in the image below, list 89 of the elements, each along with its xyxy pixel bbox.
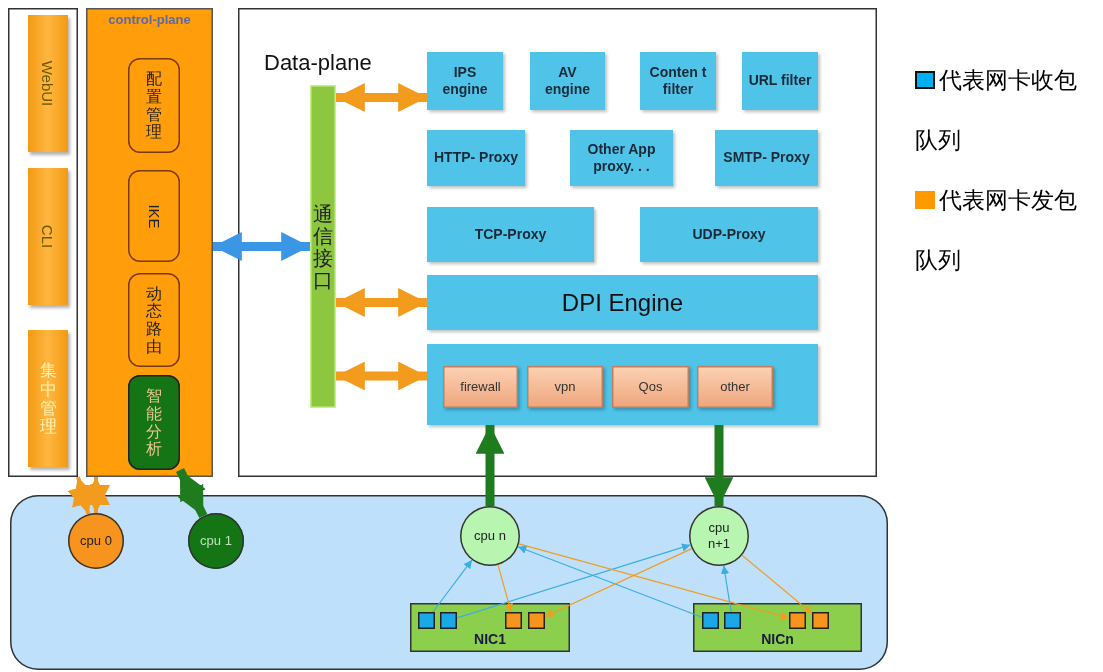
data-plane-panel xyxy=(238,8,877,477)
send-queue xyxy=(505,612,522,629)
engine-label: AV engine xyxy=(543,63,592,99)
receive-queue xyxy=(418,612,435,629)
arrow xyxy=(456,543,691,619)
service-box xyxy=(527,366,603,408)
engine-label: Other App proxy. . . xyxy=(586,140,657,176)
cpu-circle xyxy=(689,506,749,566)
module-label: 智能分析 xyxy=(146,387,162,458)
service-label: firewall xyxy=(459,378,502,396)
panel-title: control-plane xyxy=(107,12,192,27)
tool-box xyxy=(28,15,68,152)
service-label: vpn xyxy=(553,378,577,396)
nic-card xyxy=(693,603,862,652)
service-label: other xyxy=(719,378,751,396)
arrow xyxy=(544,548,693,618)
arrow xyxy=(741,554,813,614)
arrow xyxy=(517,545,703,618)
tool-label: WebUI xyxy=(39,60,57,107)
arrow xyxy=(432,559,473,613)
engine-box xyxy=(427,207,594,262)
cpu-label: cpu 1 xyxy=(199,533,233,549)
engine-label: HTTP- Proxy xyxy=(433,149,519,167)
service-label: Qos xyxy=(637,378,664,396)
engine-box xyxy=(715,130,818,186)
arrow xyxy=(176,467,208,519)
module-container xyxy=(427,344,818,425)
tool-label: 集中管理 xyxy=(39,361,57,436)
send-queue xyxy=(789,612,806,629)
tool-box xyxy=(28,168,68,305)
service-box xyxy=(612,366,689,408)
engine-box xyxy=(427,52,503,110)
cpu-circle xyxy=(460,506,520,566)
engine-label: URL filter xyxy=(747,72,813,90)
cpu-label: cpu n+1 xyxy=(706,520,732,552)
arrow xyxy=(497,564,513,613)
interface-bar xyxy=(310,85,336,408)
engine-box xyxy=(570,130,673,186)
module-box xyxy=(128,375,180,470)
engine-box xyxy=(530,52,605,110)
control-plane-panel xyxy=(86,8,213,477)
service-box xyxy=(443,366,518,408)
receive-queue xyxy=(702,612,719,629)
panel-title: Data-plane xyxy=(264,50,372,76)
engine-label: UDP-Proxy xyxy=(691,225,767,244)
engine-box xyxy=(640,207,818,262)
engine-box xyxy=(427,275,818,330)
service-box xyxy=(697,366,773,408)
module-label: 动态路由 xyxy=(146,284,162,356)
legend-label: 代表网卡发包队列 xyxy=(915,187,1077,273)
module-label: IKE xyxy=(145,203,163,229)
cpu-circle xyxy=(68,513,124,569)
module-box xyxy=(128,273,180,367)
hardware-band xyxy=(10,495,888,670)
arrow xyxy=(82,477,110,513)
cpu-label: cpu n xyxy=(473,528,507,544)
module-box xyxy=(128,170,180,262)
arrow xyxy=(336,361,427,391)
send-queue xyxy=(528,612,545,629)
tool-box xyxy=(28,330,68,467)
tool-label: CLI xyxy=(39,224,57,249)
arrow xyxy=(518,543,790,620)
arrow xyxy=(720,565,732,613)
receive-queue xyxy=(724,612,741,629)
nic-label: NIC1 xyxy=(473,630,507,648)
engine-label: DPI Engine xyxy=(560,287,685,318)
receive-queue xyxy=(440,612,457,629)
cpu-circle xyxy=(188,513,244,569)
module-box xyxy=(128,58,180,153)
cpu-label: cpu 0 xyxy=(79,533,113,549)
engine-label: SMTP- Proxy xyxy=(722,149,811,167)
send-queue xyxy=(812,612,829,629)
engine-box xyxy=(640,52,716,110)
engine-label: Conten t filter xyxy=(648,63,708,99)
arrow xyxy=(336,83,427,112)
panel-box xyxy=(8,8,78,477)
legend-label: 代表网卡收包队列 xyxy=(915,67,1077,153)
arrow xyxy=(336,288,427,317)
nic-card xyxy=(410,603,570,652)
interface-label: 通信接口 xyxy=(313,202,333,291)
arrow xyxy=(475,425,505,506)
engine-box xyxy=(427,130,525,186)
arrow xyxy=(704,425,734,506)
nic-label: NICn xyxy=(760,630,795,648)
module-label: 配置管理 xyxy=(146,70,162,141)
arrow xyxy=(213,232,310,261)
engine-label: TCP-Proxy xyxy=(473,225,548,244)
engine-label: IPS engine xyxy=(441,63,489,99)
engine-box xyxy=(742,52,818,110)
